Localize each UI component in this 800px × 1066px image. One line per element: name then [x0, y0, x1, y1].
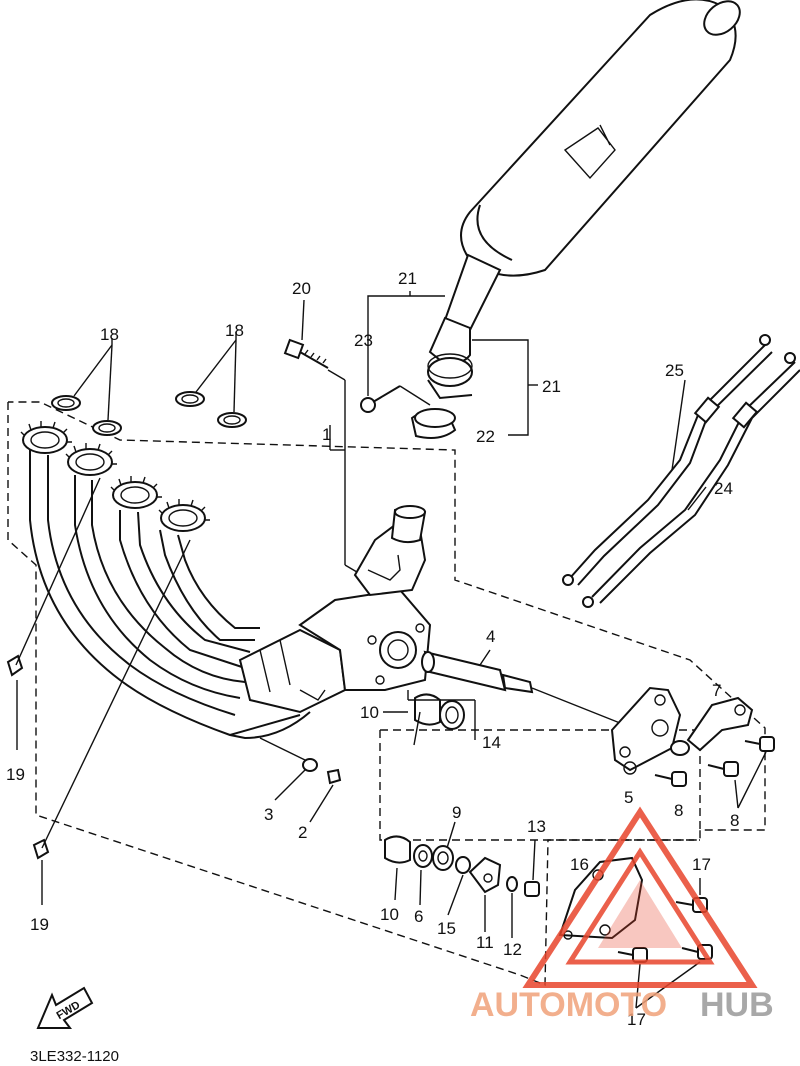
- label-21b: 21: [542, 377, 561, 396]
- muffler: [443, 0, 741, 332]
- label-1: 1: [322, 425, 331, 444]
- part-labels: 1 2 3 4 5 6 7 8 8 9 10 10 11 12 13 14 15…: [6, 269, 739, 1029]
- fwd-arrow-icon: FWD: [36, 986, 94, 1029]
- label-9: 9: [452, 803, 461, 822]
- label-10b: 10: [380, 905, 399, 924]
- cables-24-25: [562, 334, 800, 608]
- leader-lines: [111, 291, 538, 746]
- label-23: 23: [354, 331, 373, 350]
- label-19b: 19: [30, 915, 49, 934]
- label-22: 22: [476, 427, 495, 446]
- label-17b: 17: [627, 1010, 646, 1029]
- bolt-23: [360, 385, 431, 413]
- label-8b: 8: [730, 811, 739, 830]
- bolt-20: [283, 338, 363, 576]
- label-18a: 18: [100, 325, 119, 344]
- bracket-7: [670, 696, 754, 756]
- label-7: 7: [712, 681, 721, 700]
- gaskets-18: [51, 339, 247, 436]
- label-13: 13: [527, 817, 546, 836]
- label-5: 5: [624, 788, 633, 807]
- gasket-22: [410, 408, 457, 439]
- label-24: 24: [714, 479, 733, 498]
- label-4: 4: [486, 627, 495, 646]
- nuts-19: [6, 477, 191, 905]
- label-10a: 10: [360, 703, 379, 722]
- label-6: 6: [414, 907, 423, 926]
- label-2: 2: [298, 823, 307, 842]
- nut-3-bolt-2: [259, 737, 342, 823]
- label-20: 20: [292, 279, 311, 298]
- label-18b: 18: [225, 321, 244, 340]
- watermark-text-part1: AUTOMOTO: [470, 986, 667, 1024]
- watermark-logo: AUTOMOTO HUB: [470, 806, 774, 1024]
- watermark-triangle-icon: [522, 806, 758, 988]
- label-11: 11: [476, 933, 494, 952]
- collars-10-14: [407, 690, 476, 740]
- header-flanges: [20, 421, 210, 532]
- watermark-text-part2: HUB: [700, 986, 774, 1024]
- label-25: 25: [665, 361, 684, 380]
- label-19a: 19: [6, 765, 25, 784]
- label-16: 16: [570, 855, 589, 874]
- label-17a: 17: [692, 855, 711, 874]
- exhaust-headers: [29, 450, 432, 740]
- muffler-inlet-pipe: [427, 316, 473, 400]
- label-12: 12: [503, 940, 522, 959]
- pipe-4: [421, 649, 626, 726]
- label-21a: 21: [398, 269, 417, 288]
- lower-fitting-group: [384, 821, 540, 938]
- bracket-5: [610, 686, 682, 775]
- label-14: 14: [482, 733, 501, 752]
- bolts-8: [654, 736, 775, 809]
- label-3: 3: [264, 805, 273, 824]
- label-8a: 8: [674, 801, 683, 820]
- label-15: 15: [437, 919, 456, 938]
- diagram-code: 3LE332-1120: [30, 1048, 119, 1065]
